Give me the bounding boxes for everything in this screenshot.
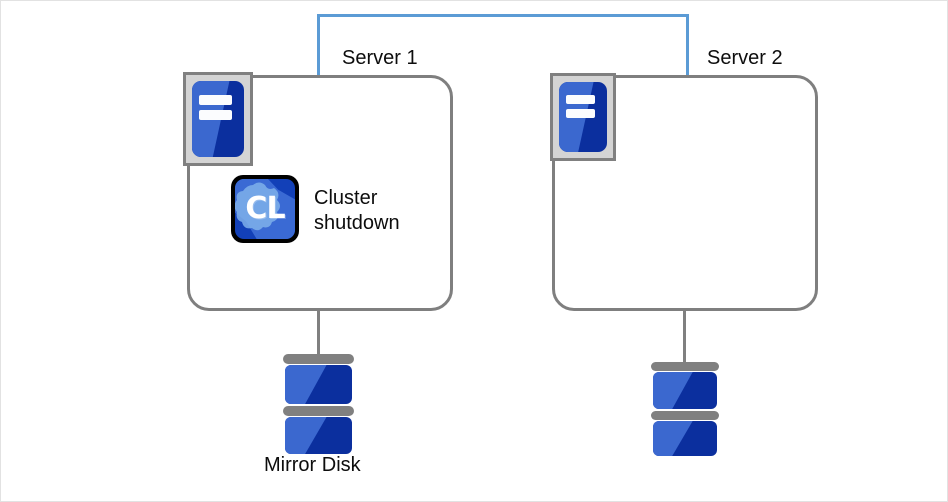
mirror-disk-1-label: Mirror Disk — [264, 454, 361, 476]
server-2-disk-stem — [683, 311, 686, 367]
mirror-disk-2-icon — [651, 362, 719, 456]
disk-slab-upper — [285, 365, 352, 404]
server-1-disk-stem — [317, 311, 320, 360]
disk-plate-top — [651, 362, 719, 371]
disk-plate-middle — [283, 406, 354, 416]
cl-icon-blob-shape — [235, 182, 280, 231]
server-1-label: Server 1 — [342, 47, 418, 69]
cluster-shutdown-label-line-1: Cluster — [314, 187, 378, 209]
disk-plate-top — [283, 354, 354, 364]
disk-plate-middle — [651, 411, 719, 420]
interconnect-left-drop — [317, 14, 320, 75]
cl-icon-text: CL — [245, 191, 285, 226]
disk-slab-lower — [653, 421, 717, 456]
disk-slab-upper — [653, 372, 717, 409]
server-2-rack-icon — [550, 73, 616, 161]
cluster-shutdown-app-icon[interactable]: CL — [231, 175, 299, 243]
interconnect-right-drop — [686, 14, 689, 75]
interconnect-horizontal-line — [317, 14, 689, 17]
server-2-label: Server 2 — [707, 47, 783, 69]
server-1-rack-icon — [183, 72, 253, 166]
disk-slab-lower — [285, 417, 352, 454]
mirror-disk-1-icon — [283, 354, 354, 454]
cluster-shutdown-label-line-2: shutdown — [314, 212, 400, 234]
